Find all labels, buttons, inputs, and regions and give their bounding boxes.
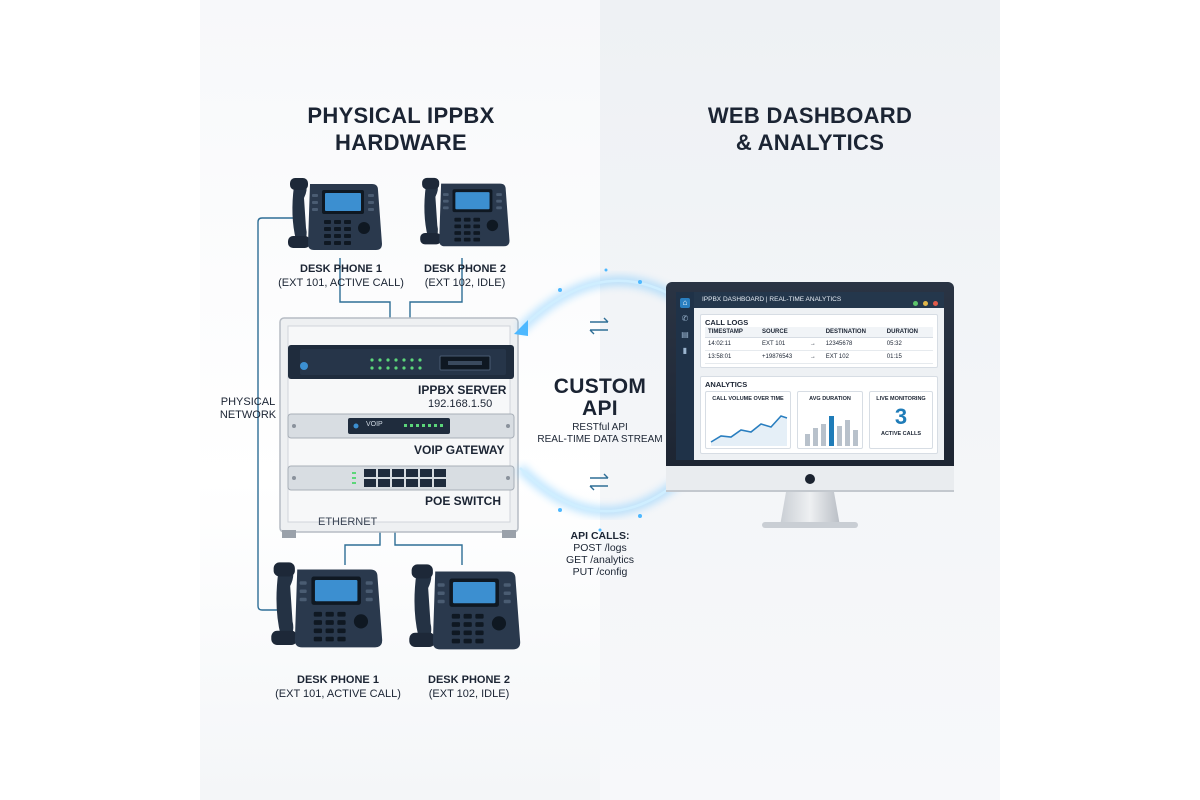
dashboard-title-bar: IPPBX DASHBOARD | REAL-TIME ANALYTICS <box>694 292 944 308</box>
column-header[interactable]: DURATION <box>883 327 933 338</box>
cell-timestamp: 14:02:11 <box>705 337 760 351</box>
dashboard-sidebar: ⌂ ✆ ▤ ▮ <box>676 292 694 460</box>
right-heading: WEB DASHBOARD & ANALYTICS <box>707 103 913 155</box>
ippbx-server-label: IPPBX SERVER <box>418 383 507 397</box>
physical-network-label: PHYSICAL NETWORK <box>219 396 277 421</box>
api-call-item: POST /logs <box>573 542 627 554</box>
phone-label-top-2: DESK PHONE 2 (EXT 102, IDLE) <box>400 262 530 290</box>
active-calls-count: 3 <box>894 404 908 429</box>
column-header[interactable]: DESTINATION <box>822 327 884 338</box>
api-call-item: GET /analytics <box>565 554 635 566</box>
desk-phone-top-1 <box>288 178 382 250</box>
cell-arrow: → <box>806 350 823 364</box>
active-calls-label: ACTIVE CALLS <box>880 431 922 437</box>
left-heading: PHYSICAL IPPBX HARDWARE <box>307 103 495 155</box>
bars-icon[interactable]: ▮ <box>682 346 688 355</box>
cell-arrow: → <box>806 337 823 351</box>
phone-detail: (EXT 102, IDLE) <box>424 277 506 289</box>
cell-destination: EXT 102 <box>822 350 884 364</box>
table-header-row: TIMESTAMP SOURCE DESTINATION DURATION <box>705 327 933 338</box>
ippbx-server-unit <box>288 345 514 379</box>
sync-arrows-icon <box>589 317 609 491</box>
phone-name: DESK PHONE 1 <box>297 674 379 686</box>
cell-source: +19876543 <box>759 350 807 364</box>
phone-detail: (EXT 102, IDLE) <box>428 688 510 700</box>
cell-source: EXT 101 <box>759 337 807 351</box>
api-subtitle-restful: RESTful API <box>572 422 628 433</box>
desk-phone-bottom-1 <box>271 562 383 648</box>
api-subtitle: RESTful API REAL-TIME DATA STREAM <box>520 422 680 446</box>
call-volume-card[interactable]: CALL VOLUME OVER TIME <box>705 391 791 449</box>
window-dot-yellow[interactable] <box>923 301 929 306</box>
phone-label-bottom-1: DESK PHONE 1 (EXT 101, ACTIVE CALL) <box>258 673 418 701</box>
poe-switch-label: POE SWITCH <box>425 494 502 508</box>
phone-detail: (EXT 101, ACTIVE CALL) <box>275 688 401 700</box>
phone-icon[interactable]: ✆ <box>681 314 689 323</box>
api-glow-arcs <box>514 268 686 532</box>
cell-duration: 01:15 <box>883 350 933 364</box>
physical-network-cable <box>257 217 300 611</box>
desk-phone-bottom-2 <box>409 564 521 650</box>
api-calls-list: API CALLS: POST /logs GET /analytics PUT… <box>540 530 660 578</box>
window-dot-red[interactable] <box>933 301 938 306</box>
voip-badge: VOIP <box>366 421 383 428</box>
avg-duration-bar-chart <box>805 416 858 446</box>
phone-label-bottom-2: DESK PHONE 2 (EXT 102, IDLE) <box>404 673 534 701</box>
table-row[interactable]: 13:58:01 +19876543 → EXT 102 01:15 <box>705 350 933 364</box>
avg-duration-card[interactable]: AVG DURATION <box>797 391 863 449</box>
live-monitoring-title: LIVE MONITORING <box>876 396 926 402</box>
column-header[interactable]: TIMESTAMP <box>705 327 760 338</box>
call-logs-table: TIMESTAMP SOURCE DESTINATION DURATION 14… <box>705 327 933 364</box>
column-header <box>806 327 823 338</box>
api-calls-title: API CALLS: <box>570 530 630 542</box>
table-row[interactable]: 14:02:11 EXT 101 → 12345678 05:32 <box>705 337 933 351</box>
voip-gateway-label: VOIP GATEWAY <box>414 443 505 457</box>
desk-phone-top-2 <box>420 177 510 247</box>
call-volume-line-chart <box>710 415 788 446</box>
live-monitoring-card[interactable]: LIVE MONITORING 3 ACTIVE CALLS <box>869 391 933 449</box>
call-logs-card: CALL LOGS TIMESTAMP SOURCE DESTINATION D… <box>700 314 938 368</box>
window-controls <box>910 297 938 313</box>
ethernet-label: ETHERNET <box>318 516 378 528</box>
custom-api-title: CUSTOM API <box>553 375 647 420</box>
phone-name: DESK PHONE 2 <box>424 263 506 275</box>
phone-name: DESK PHONE 1 <box>300 263 382 275</box>
cell-destination: 12345678 <box>822 337 884 351</box>
chart-icon[interactable]: ▤ <box>681 330 689 339</box>
poe-switch-unit <box>287 465 515 491</box>
column-header[interactable]: SOURCE <box>759 327 807 338</box>
dashboard-screen: ⌂ ✆ ▤ ▮ IPPBX DASHBOARD | REAL-TIME ANAL… <box>676 292 944 460</box>
analytics-card: ANALYTICS CALL VOLUME OVER TIME AVG DURA… <box>700 376 938 454</box>
api-call-item: PUT /config <box>572 566 628 578</box>
call-logs-title: CALL LOGS <box>705 318 749 327</box>
home-icon[interactable]: ⌂ <box>680 298 690 308</box>
cell-duration: 05:32 <box>883 337 933 351</box>
phone-name: DESK PHONE 2 <box>428 674 510 686</box>
dashboard-title: IPPBX DASHBOARD | REAL-TIME ANALYTICS <box>702 296 842 303</box>
ippbx-server-ip: 192.168.1.50 <box>428 398 493 410</box>
analytics-title: ANALYTICS <box>705 380 748 389</box>
avg-duration-title: AVG DURATION <box>809 396 851 402</box>
window-dot-green[interactable] <box>913 301 919 306</box>
phone-label-top-1: DESK PHONE 1 (EXT 101, ACTIVE CALL) <box>266 262 416 290</box>
call-volume-title: CALL VOLUME OVER TIME <box>712 396 784 402</box>
phone-detail: (EXT 101, ACTIVE CALL) <box>278 277 404 289</box>
api-subtitle-stream: REAL-TIME DATA STREAM <box>537 434 663 445</box>
cell-timestamp: 13:58:01 <box>705 350 760 364</box>
voip-gateway-unit <box>287 413 515 439</box>
